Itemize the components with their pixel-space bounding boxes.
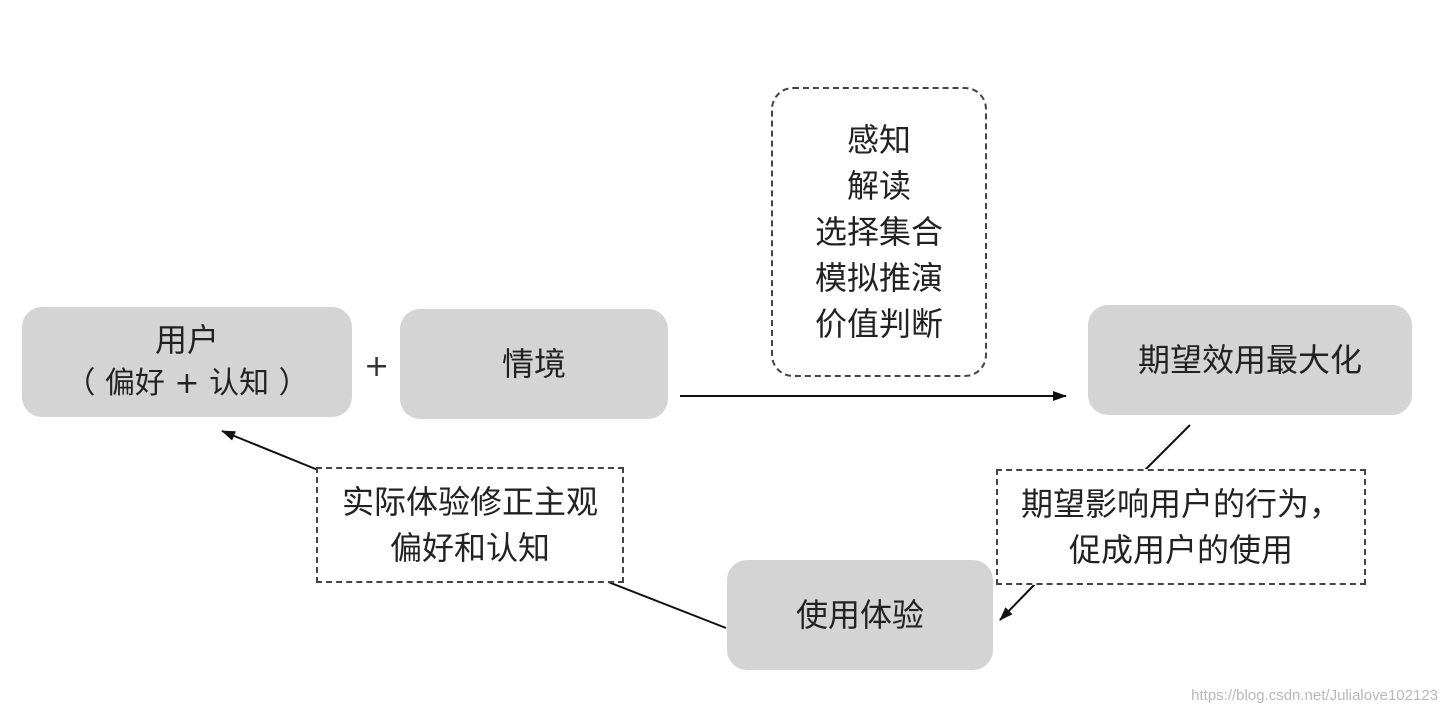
correction-note: 实际体验修正主观 偏好和认知 [316, 467, 624, 583]
expectation-note-line2: 促成用户的使用 [1068, 531, 1293, 569]
context-node-label: 情境 [501, 345, 566, 383]
arrow-note-to-user [221, 430, 319, 471]
experience-node-label: 使用体验 [795, 596, 924, 634]
context-node: 情境 [400, 309, 668, 419]
process-step: 价值判断 [814, 305, 943, 343]
user-node: 用户 （ 偏好 + 认知 ） [22, 307, 352, 417]
expectation-note: 期望影响用户的行为， 促成用户的使用 [996, 469, 1366, 585]
correction-note-line2: 偏好和认知 [389, 529, 550, 567]
process-step: 感知 [846, 121, 911, 159]
watermark: https://blog.csdn.net/Julialove102123 [1191, 687, 1438, 704]
maximize-node: 期望效用最大化 [1088, 305, 1412, 415]
experience-node: 使用体验 [727, 560, 993, 670]
maximize-node-label: 期望效用最大化 [1137, 341, 1362, 379]
connector-maximize-to-note [1144, 424, 1191, 471]
expectation-note-line1: 期望影响用户的行为， [1020, 485, 1341, 523]
process-step: 模拟推演 [814, 259, 943, 297]
connector-experience-to-note [597, 577, 727, 629]
correction-note-line1: 实际体验修正主观 [341, 483, 598, 521]
process-step: 选择集合 [814, 213, 943, 251]
user-node-subtitle: （ 偏好 + 认知 ） [65, 366, 309, 401]
plus-sign: + [364, 349, 390, 384]
arrow-note-to-experience [999, 583, 1036, 621]
user-node-title: 用户 [154, 321, 219, 359]
process-steps-box: 感知 解读 选择集合 模拟推演 价值判断 [771, 87, 987, 377]
process-step: 解读 [846, 167, 911, 205]
